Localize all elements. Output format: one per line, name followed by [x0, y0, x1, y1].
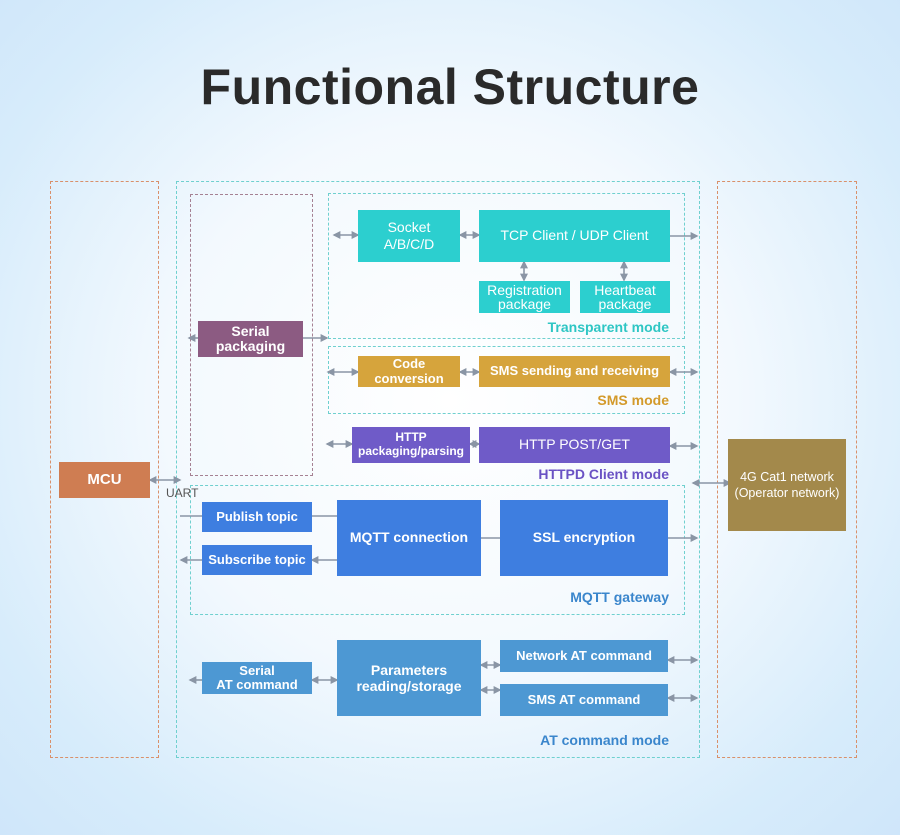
serial-at-command-box: Serial AT command	[202, 662, 312, 694]
serial-packaging-box: Serial packaging	[198, 321, 303, 357]
module-region	[176, 181, 700, 758]
sms-mode-region	[328, 346, 685, 414]
heartbeat-package-box: Heartbeat package	[580, 281, 670, 313]
socket-box: Socket A/B/C/D	[358, 210, 460, 262]
http-post-get-box: HTTP POST/GET	[479, 427, 670, 463]
code-conversion-box: Code conversion	[358, 356, 460, 387]
httpd-mode-label: HTTPD Client mode	[538, 466, 669, 482]
parameters-storage-box: Parameters reading/storage	[337, 640, 481, 716]
uart-label: UART	[166, 486, 199, 500]
publish-topic-box: Publish topic	[202, 502, 312, 532]
subscribe-topic-box: Subscribe topic	[202, 545, 312, 575]
transparent-mode-label: Transparent mode	[547, 319, 669, 335]
at-command-mode-label: AT command mode	[540, 732, 669, 748]
network-at-command-box: Network AT command	[500, 640, 668, 672]
ssl-encryption-box: SSL encryption	[500, 500, 668, 576]
transparent-mode-region	[328, 193, 685, 339]
sms-sending-box: SMS sending and receiving	[479, 356, 670, 387]
mqtt-gateway-label: MQTT gateway	[570, 589, 669, 605]
registration-package-box: Registration package	[479, 281, 570, 313]
mcu-region	[50, 181, 159, 758]
mqtt-connection-box: MQTT connection	[337, 500, 481, 576]
mqtt-gateway-region	[190, 485, 685, 615]
page-title: Functional Structure	[200, 59, 700, 115]
mcu-box: MCU	[59, 462, 150, 498]
http-packaging-box: HTTP packaging/parsing	[352, 427, 470, 463]
network-region	[717, 181, 857, 758]
network-box: 4G Cat1 network (Operator network)	[728, 439, 846, 531]
sms-mode-label: SMS mode	[597, 392, 669, 408]
sms-at-command-box: SMS AT command	[500, 684, 668, 716]
tcp-udp-client-box: TCP Client / UDP Client	[479, 210, 670, 262]
